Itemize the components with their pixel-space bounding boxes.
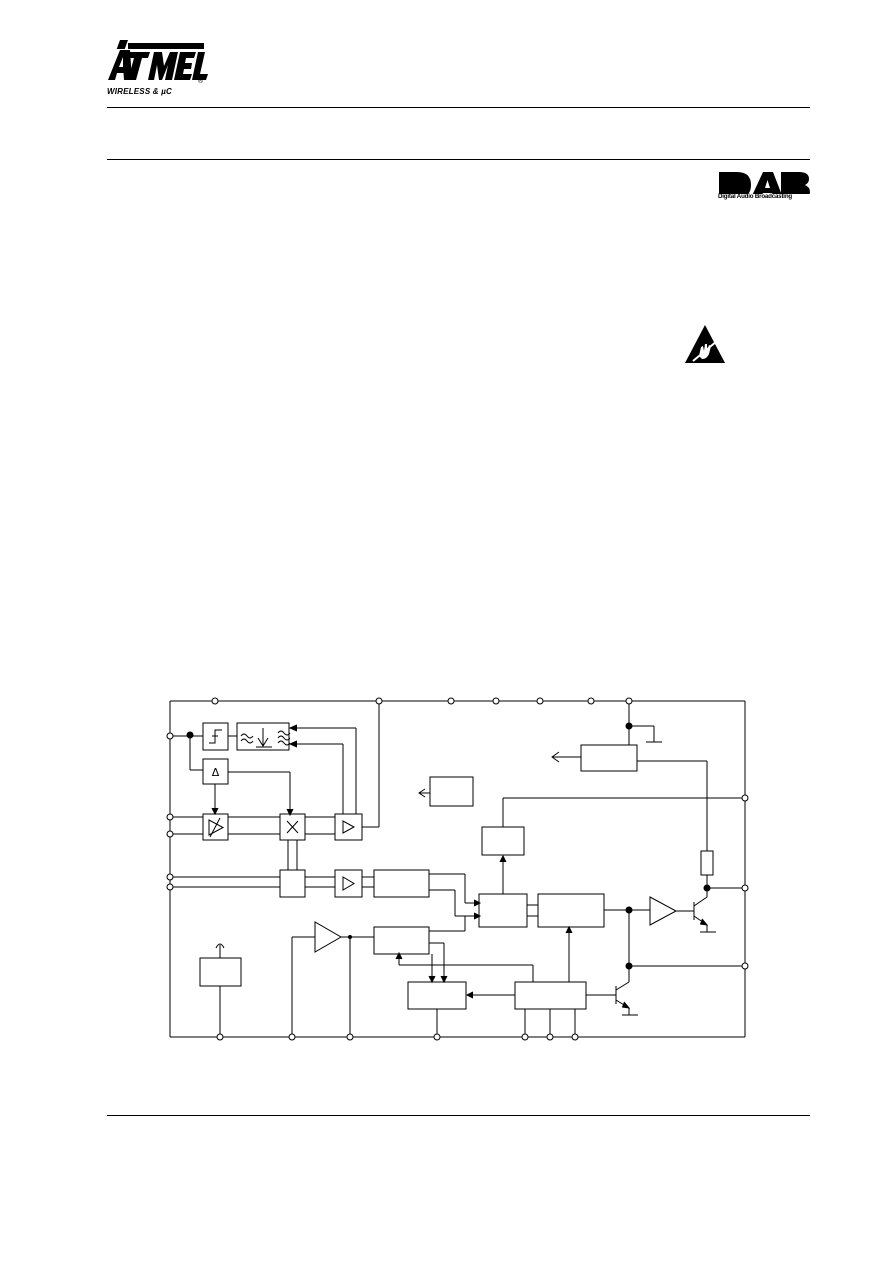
amp-icon [342,820,356,834]
logo-registered-mark: ® [198,78,204,85]
atmel-logo-mark [108,40,208,80]
pin [492,697,500,705]
mixer-block [279,813,306,841]
dab-caption: Digital Audio Broadcasting [718,193,792,200]
pin [447,697,455,705]
pin [166,813,174,821]
atmel-logo: ® WIRELESS & µC [104,40,208,98]
filter-wave-left-icon [240,733,254,744]
esd-triangle-icon [685,325,725,363]
lower-filter-block [373,869,430,898]
dab-badge: Digital Audio Broadcasting [717,170,811,204]
upper-logic-block [481,826,525,856]
second-filter-block [373,926,430,955]
filter-wave-right-icon [277,730,291,746]
pin [546,1033,554,1041]
pin [741,884,749,892]
resistor-icon [700,850,714,876]
oscillator-block [537,893,605,928]
delta-label: Δ [212,766,220,779]
dab-logo-mark [717,172,811,204]
footer-rule [107,1115,810,1116]
logo-subtitle: WIRELESS & µC [107,87,172,96]
pin [211,697,219,705]
if-amp-block [334,813,363,841]
pin [741,794,749,802]
control-logic-block [514,981,587,1010]
pin [536,697,544,705]
pin [571,1033,579,1041]
variable-amp-icon [208,819,225,836]
pin [625,697,633,705]
header-rule-bottom [107,159,810,160]
pin [433,1033,441,1041]
diagram-frame [169,700,746,1038]
block-diagram-svg: Δ [166,697,749,1041]
pin [216,1033,224,1041]
output-buffer-icon [649,896,678,926]
counter-block [407,981,467,1010]
pin [166,873,174,881]
pin [166,883,174,891]
pin [166,830,174,838]
variable-gain-amp-block [202,813,229,841]
status-block [429,776,474,807]
regulator-block [580,744,638,772]
pin [346,1033,354,1041]
lower-amp-block [334,869,363,898]
reference-block [199,957,242,987]
header-rule-top [107,107,810,108]
pin [375,697,383,705]
pin [166,732,174,740]
pin [521,1033,529,1041]
lower-mixer-block [279,869,306,898]
pin [288,1033,296,1041]
pin [587,697,595,705]
pins [166,697,749,1041]
esd-warning-icon [684,324,726,364]
input-lines [170,735,280,888]
output-transistor [693,896,716,933]
buffer-amp-icon [314,921,343,953]
lower-amp-icon [342,876,355,891]
lower-transistor [615,981,638,1016]
block-diagram: Δ [160,690,760,1050]
pin [741,962,749,970]
detector-block [478,893,528,928]
